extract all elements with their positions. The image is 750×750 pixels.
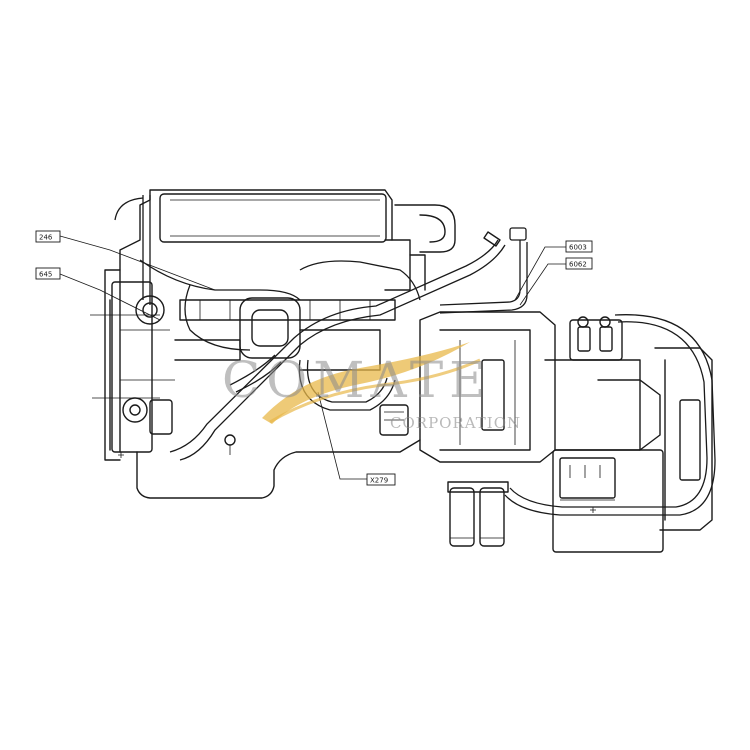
watermark-swoosh (262, 342, 470, 424)
callout-645: 645 (35, 267, 161, 321)
callout-6062: 6062 (519, 257, 593, 306)
callout-246: 246 (35, 230, 216, 291)
callout-6062-text: 6062 (569, 261, 587, 269)
watermark-logo: COMATE CORPORATION (222, 342, 521, 432)
callout-x279-text: X279 (370, 477, 388, 485)
watermark-brand: COMATE (222, 351, 492, 409)
callout-246-text: 246 (39, 234, 53, 242)
engine-block (90, 189, 421, 499)
watermark-sub: CORPORATION (390, 414, 521, 432)
callout-x279: X279 (317, 391, 396, 486)
callout-6003: 6003 (514, 240, 593, 301)
callout-6003-text: 6003 (569, 244, 587, 252)
callout-645-text: 645 (39, 271, 52, 279)
transmission (118, 311, 716, 553)
turbo-exhaust (114, 195, 456, 305)
